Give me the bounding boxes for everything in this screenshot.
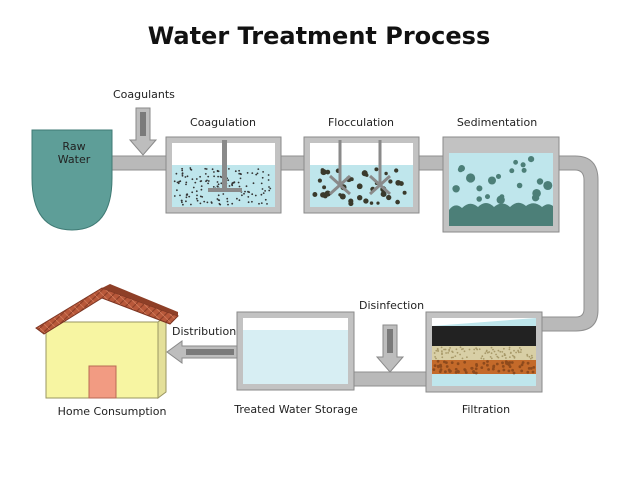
page-title: Water Treatment Process	[147, 22, 491, 50]
pipe-floc-to-sed	[416, 155, 446, 171]
mixer-paddle-icon	[328, 140, 392, 196]
raw-water-label-line2: Water	[57, 153, 91, 166]
flocculation-tank	[303, 136, 420, 214]
coagulants-label: Coagulants	[113, 88, 175, 101]
home-house	[35, 284, 179, 399]
floc-particles	[312, 167, 407, 207]
coagulation-label: Coagulation	[190, 116, 256, 129]
filtration-tank	[425, 311, 543, 393]
sedimentation-label: Sedimentation	[456, 116, 538, 129]
pipe-coag-to-floc	[279, 155, 307, 171]
raw-water-reservoir	[31, 129, 113, 231]
door	[88, 365, 117, 399]
distribution-left-arrow-icon	[166, 340, 238, 364]
disinfection-down-arrow-icon	[375, 324, 405, 373]
sediment-particles	[452, 155, 553, 204]
storage-tank	[236, 311, 355, 391]
raw-water-label: Raw Water	[42, 140, 106, 166]
flocculation-label: Flocculation	[327, 116, 395, 129]
coagulants-down-arrow-icon	[128, 107, 158, 156]
pipe-filtration-to-storage	[351, 371, 431, 387]
disinfection-label: Disinfection	[359, 299, 425, 312]
pipe-raw-to-coagulation	[111, 155, 169, 171]
filtration-label: Filtration	[461, 403, 511, 416]
sludge-layer	[449, 202, 553, 226]
filter-layer-carbon	[432, 326, 536, 346]
mixer-paddle-icon	[208, 140, 242, 192]
raw-water-label-line1: Raw	[62, 140, 86, 153]
storage-label: Treated Water Storage	[234, 403, 358, 416]
sedimentation-tank	[442, 136, 560, 233]
distribution-label: Distribution	[172, 325, 237, 338]
coagulation-tank	[165, 136, 282, 214]
home-consumption-label: Home Consumption	[57, 405, 167, 418]
